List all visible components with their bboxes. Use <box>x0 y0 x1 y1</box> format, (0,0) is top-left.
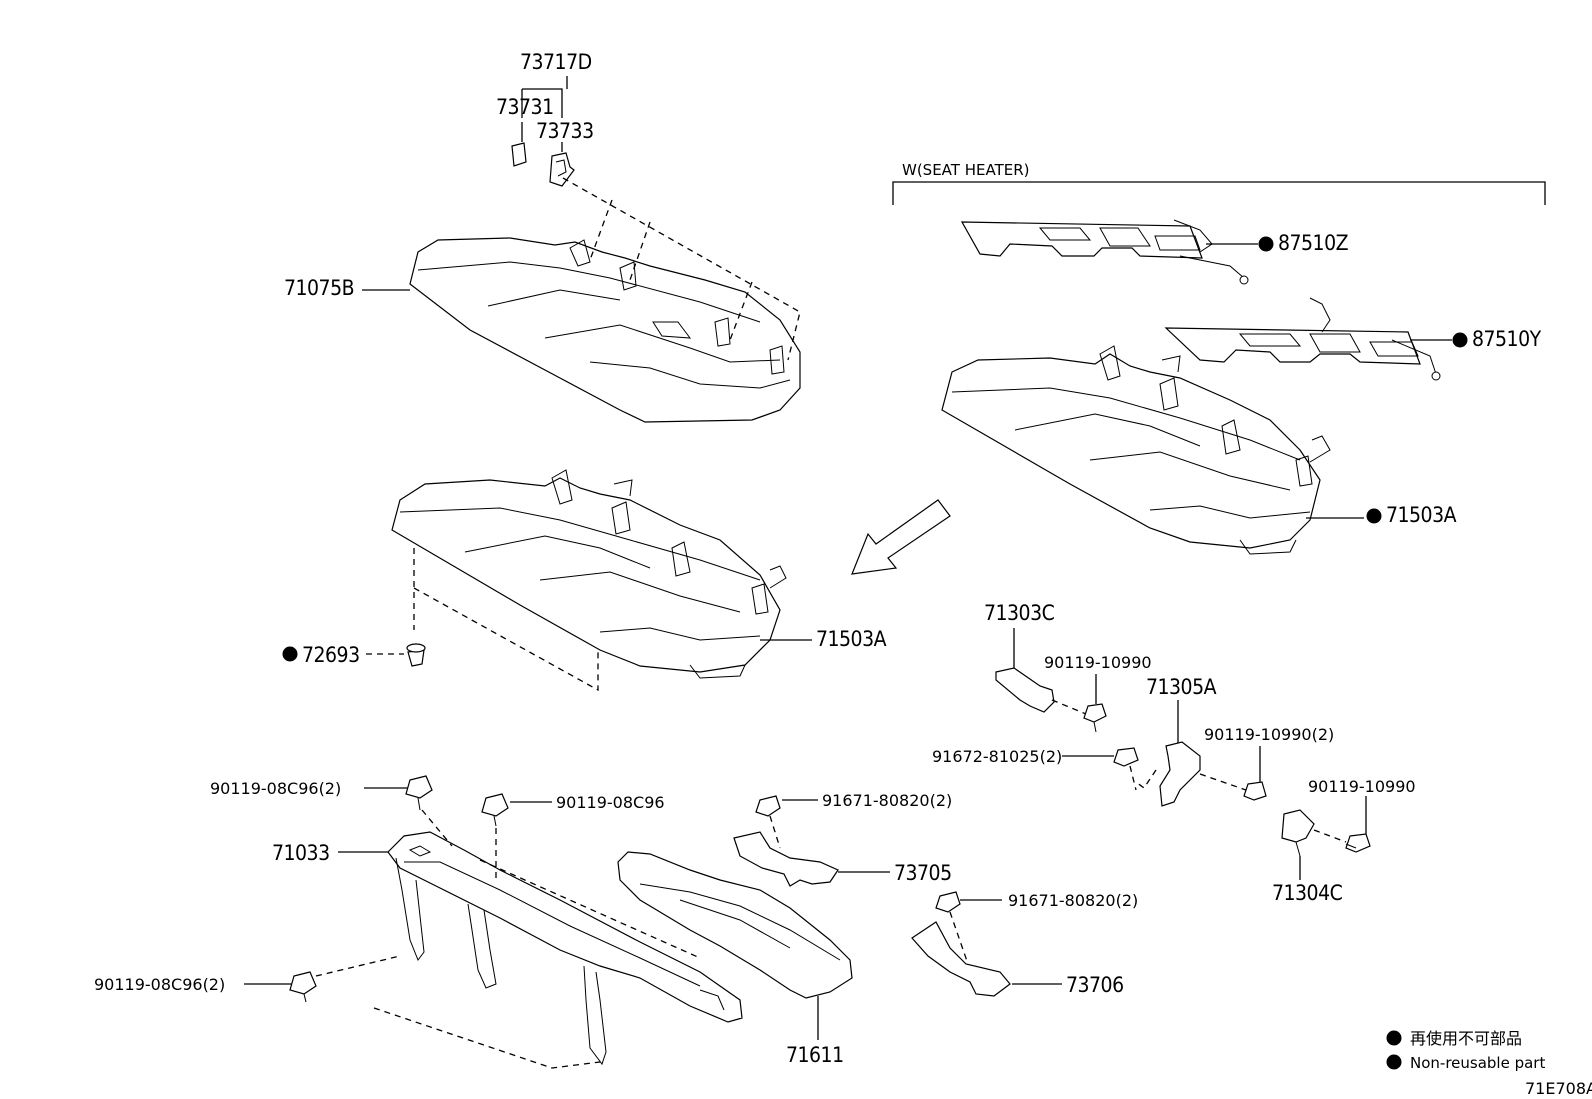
seat-heater-group-bracket <box>892 181 1546 205</box>
seat-frame-71033 <box>315 831 743 1069</box>
label-71503A-left: 71503A <box>816 627 887 651</box>
label-90119-10990-a: 90119-10990 <box>1044 653 1152 672</box>
non-reusable-dot-icon <box>1386 1054 1402 1070</box>
label-71075B: 71075B <box>284 276 354 300</box>
label-91672-81025-2: 91672-81025(2) <box>932 747 1062 766</box>
bolt-90119-08C96-2-top <box>364 775 453 847</box>
part-labels: 73717D 73731 73733 71075B W(SEAT HEATER)… <box>94 50 1542 1067</box>
label-72693: 72693 <box>302 643 360 667</box>
label-71503A-right: 71503A <box>1386 503 1457 527</box>
label-73705: 73705 <box>894 861 952 885</box>
label-73717D: 73717D <box>520 50 592 74</box>
seat-cushion-pad-left <box>391 469 812 692</box>
label-91671-80820-2-b: 91671-80820(2) <box>1008 891 1138 910</box>
seat-heater-87510Y <box>1164 297 1468 381</box>
label-73733: 73733 <box>536 119 594 143</box>
label-87510Y: 87510Y <box>1472 327 1542 351</box>
non-reusable-dot-icon <box>1386 1030 1402 1046</box>
label-90119-08C96-2-top: 90119-08C96(2) <box>210 779 341 798</box>
label-71611: 71611 <box>786 1043 844 1067</box>
label-87510Z: 87510Z <box>1278 231 1349 255</box>
label-seat-heater-group: W(SEAT HEATER) <box>902 161 1029 179</box>
legend: 再使用不可部品 Non-reusable part <box>1386 1029 1545 1072</box>
bracket-71303C <box>995 628 1087 715</box>
bolt-90119-10990-b <box>1345 796 1371 853</box>
label-90119-08C96: 90119-08C96 <box>556 793 665 812</box>
label-71033: 71033 <box>272 841 330 865</box>
bolt-90119-08C96 <box>479 793 701 959</box>
legend-jp-label: 再使用不可部品 <box>1410 1029 1522 1048</box>
legend-en-label: Non-reusable part <box>1410 1054 1545 1072</box>
seat-heater-87510Z <box>960 219 1274 285</box>
label-73706: 73706 <box>1066 973 1124 997</box>
label-71303C: 71303C <box>984 601 1055 625</box>
hook-parts-73717D <box>511 76 575 187</box>
clip-72693 <box>282 643 426 667</box>
bracket-71305A <box>1135 700 1247 807</box>
label-71305A: 71305A <box>1146 675 1217 699</box>
bolt-90119-10990-2 <box>1243 746 1267 801</box>
diagram-code: 71E708A <box>1525 1079 1592 1098</box>
label-90119-10990-b: 90119-10990 <box>1308 777 1416 796</box>
seat-cushion-pad-right <box>941 345 1382 555</box>
direction-arrow <box>851 499 951 575</box>
bracket-73706 <box>911 891 1062 997</box>
label-73731: 73731 <box>496 95 554 119</box>
bracket-71304C <box>1281 809 1347 880</box>
bolt-91672-81025 <box>1062 747 1139 791</box>
pad-71611 <box>617 851 853 1040</box>
label-90119-10990-2: 90119-10990(2) <box>1204 725 1334 744</box>
bracket-73705 <box>733 795 890 887</box>
label-90119-08C96-2-bottom: 90119-08C96(2) <box>94 975 225 994</box>
seat-cushion-cover <box>362 177 801 423</box>
label-71304C: 71304C <box>1272 881 1343 905</box>
label-91671-80820-2-a: 91671-80820(2) <box>822 791 952 810</box>
bolt-90119-10990-a <box>1083 674 1107 733</box>
bolt-90119-08C96-2-bottom <box>244 971 317 1003</box>
